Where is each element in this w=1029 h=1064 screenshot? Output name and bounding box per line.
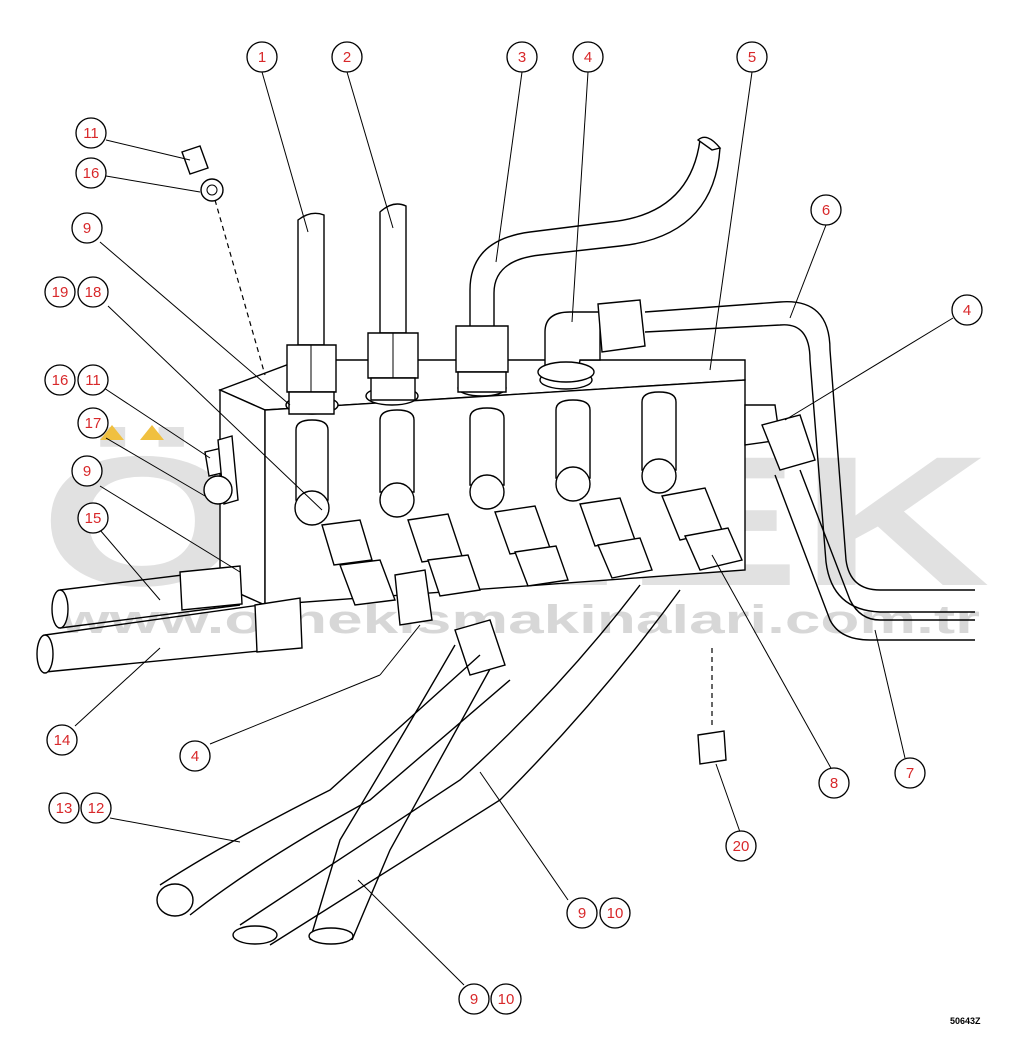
callout-5: 5 [736,41,768,73]
callout-16-top: 16 [75,157,107,189]
tube-2 [367,203,419,401]
svg-text:10: 10 [498,991,515,1008]
hoses-left [36,565,433,674]
callout-1: 1 [246,41,278,73]
banjo-fitting [469,407,569,587]
svg-text:10: 10 [607,905,624,922]
small-parts [181,145,727,765]
tube-7 [774,469,975,641]
svg-text:7: 7 [906,765,914,782]
banjo-fitting [641,391,743,571]
callout-9-b: 9 [458,983,490,1015]
callout-17: 17 [77,407,109,439]
tube-3 [455,136,722,393]
svg-text:15: 15 [85,510,102,527]
svg-text:4: 4 [963,302,971,319]
hose-fittings [294,391,743,606]
svg-text:11: 11 [83,125,99,142]
callout-9-top: 9 [71,212,103,244]
svg-text:4: 4 [191,748,199,765]
svg-text:9: 9 [83,463,91,480]
tube-1 [286,212,337,415]
callout-4-right: 4 [951,294,983,326]
svg-text:5: 5 [748,49,756,66]
callout-14: 14 [46,724,78,756]
watermark-accent-icon [140,425,164,440]
callout-4-bottom: 4 [179,740,211,772]
watermark-accent-icon [100,425,124,440]
svg-text:9: 9 [83,220,91,237]
tube-6 [644,301,975,613]
callout-16-mid: 16 [44,364,76,396]
svg-text:16: 16 [83,165,100,182]
svg-text:9: 9 [470,991,478,1008]
svg-text:18: 18 [85,284,102,301]
callout-19: 19 [44,276,76,308]
svg-text:6: 6 [822,202,830,219]
hoses-lower [156,584,681,946]
callout-13: 13 [48,792,80,824]
elbow-fitting-4 [537,299,646,383]
callout-6: 6 [810,194,842,226]
svg-text:4: 4 [584,49,592,66]
callout-7: 7 [894,757,926,789]
callout-8: 8 [818,767,850,799]
callout-20: 20 [725,830,757,862]
callout-4: 4 [572,41,604,73]
callout-10-b: 10 [490,983,522,1015]
svg-text:1: 1 [258,49,266,66]
svg-text:12: 12 [88,800,105,817]
callouts: 1 2 3 4 5 6 4 11 16 9 19 18 16 11 17 9 1… [44,41,983,1015]
svg-text:2: 2 [343,49,351,66]
svg-text:19: 19 [52,284,69,301]
banjo-fitting [294,419,396,606]
callout-11-top: 11 [75,117,107,149]
callout-9-mid: 9 [71,455,103,487]
callout-15: 15 [77,502,109,534]
figure-code: 50643Z [950,1016,981,1026]
callout-10-a: 10 [599,897,631,929]
svg-text:13: 13 [56,800,73,817]
svg-text:11: 11 [85,372,101,389]
svg-text:9: 9 [578,905,586,922]
svg-text:3: 3 [518,49,526,66]
svg-text:16: 16 [52,372,69,389]
svg-text:17: 17 [85,415,102,432]
callout-3: 3 [506,41,538,73]
leader-lines [74,71,954,986]
callout-18: 18 [77,276,109,308]
banjo-fitting [555,399,653,579]
svg-text:8: 8 [830,775,838,792]
callout-9-a: 9 [566,897,598,929]
callout-12: 12 [80,792,112,824]
callout-2: 2 [331,41,363,73]
svg-text:14: 14 [54,732,71,749]
callout-11-mid: 11 [77,364,109,396]
svg-text:20: 20 [733,838,750,855]
banjo-fitting [379,409,481,597]
